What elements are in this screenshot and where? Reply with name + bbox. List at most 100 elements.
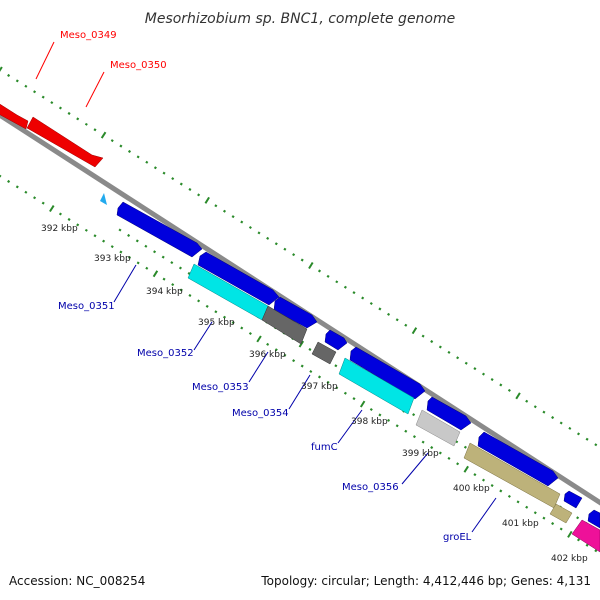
minor-tick bbox=[187, 271, 191, 275]
major-tick bbox=[256, 335, 262, 343]
gene-blue-2[interactable] bbox=[197, 251, 280, 306]
minor-tick bbox=[144, 244, 148, 248]
minor-tick bbox=[343, 391, 347, 395]
kbp-label: 392 kbp bbox=[41, 224, 78, 234]
minor-tick bbox=[67, 217, 71, 221]
minor-tick bbox=[542, 410, 546, 414]
gene-groel[interactable] bbox=[549, 503, 573, 524]
leader-meso-0356 bbox=[401, 452, 429, 485]
minor-tick bbox=[179, 182, 183, 186]
minor-tick bbox=[542, 516, 546, 520]
minor-tick bbox=[33, 90, 37, 94]
gene-blue-5[interactable] bbox=[349, 346, 426, 400]
minor-tick bbox=[178, 266, 182, 270]
minor-tick bbox=[231, 215, 235, 219]
kbp-label: 397 kbp bbox=[301, 382, 338, 392]
minor-tick bbox=[481, 372, 486, 376]
minor-tick bbox=[490, 378, 494, 382]
minor-tick bbox=[15, 79, 19, 83]
label-meso-0352[interactable]: Meso_0352 bbox=[137, 348, 194, 359]
major-tick bbox=[204, 196, 210, 204]
minor-tick bbox=[248, 225, 252, 230]
minor-tick bbox=[197, 193, 201, 197]
minor-tick bbox=[153, 166, 157, 170]
minor-tick bbox=[7, 179, 11, 183]
minor-tick bbox=[171, 283, 175, 287]
minor-tick bbox=[102, 239, 106, 243]
minor-tick bbox=[0, 174, 2, 178]
kbp-label: 396 kbp bbox=[249, 350, 286, 360]
major-tick bbox=[359, 400, 366, 408]
minor-tick bbox=[135, 239, 139, 243]
minor-tick bbox=[309, 369, 313, 374]
label-groel[interactable]: groEL bbox=[443, 532, 472, 543]
minor-tick bbox=[499, 383, 503, 387]
minor-tick bbox=[335, 386, 339, 390]
minor-tick bbox=[41, 201, 45, 205]
minor-tick bbox=[127, 233, 131, 237]
gene-dark-gray-2[interactable] bbox=[311, 341, 337, 365]
kbp-label: 399 kbp bbox=[402, 449, 439, 459]
minor-tick bbox=[430, 340, 434, 344]
major-tick bbox=[100, 131, 107, 139]
accession-text: Accession: NC_008254 bbox=[9, 574, 145, 588]
minor-tick bbox=[93, 234, 97, 238]
minor-tick bbox=[568, 426, 572, 430]
leader-meso-0350 bbox=[85, 71, 105, 108]
kbp-label: 401 kbp bbox=[502, 519, 539, 529]
label-meso-0353[interactable]: Meso_0353 bbox=[192, 382, 249, 393]
gene-labels: Meso_0349 Meso_0350 Meso_0351 Meso_0352 … bbox=[58, 30, 472, 543]
major-tick bbox=[152, 270, 159, 278]
minor-tick bbox=[145, 266, 149, 270]
minor-tick bbox=[463, 445, 467, 449]
gene-meso-0350[interactable] bbox=[26, 116, 104, 168]
label-meso-0351[interactable]: Meso_0351 bbox=[58, 301, 115, 312]
minor-tick bbox=[507, 388, 511, 392]
kbp-label: 393 kbp bbox=[94, 254, 131, 264]
gene-magenta[interactable] bbox=[571, 519, 600, 553]
gene-blue-4[interactable] bbox=[324, 329, 348, 351]
major-tick bbox=[463, 465, 469, 473]
gene-meso-0351[interactable] bbox=[116, 201, 203, 258]
label-meso-0354[interactable]: Meso_0354 bbox=[232, 408, 289, 419]
minor-tick bbox=[352, 397, 356, 401]
gene-meso-0354[interactable] bbox=[338, 357, 415, 415]
label-fumc[interactable]: fumC bbox=[311, 442, 338, 453]
minor-tick bbox=[490, 484, 494, 488]
label-meso-0350[interactable]: Meso_0350 bbox=[110, 60, 167, 71]
minor-tick bbox=[283, 353, 287, 357]
major-tick bbox=[298, 340, 305, 348]
position-marker-icon bbox=[100, 193, 107, 205]
gene-meso-0353[interactable] bbox=[261, 305, 308, 345]
minor-tick bbox=[24, 190, 28, 194]
minor-tick bbox=[118, 228, 122, 232]
gene-meso-0349[interactable] bbox=[0, 101, 29, 130]
minor-tick bbox=[266, 236, 270, 240]
minor-tick bbox=[361, 296, 365, 300]
map-title: Mesorhizobium sp. BNC1, complete genome bbox=[145, 11, 456, 27]
minor-tick bbox=[369, 407, 373, 412]
minor-tick bbox=[507, 494, 511, 498]
minor-tick bbox=[447, 350, 451, 354]
minor-tick bbox=[248, 331, 252, 336]
minor-tick bbox=[283, 247, 287, 251]
gene-blue-3[interactable] bbox=[273, 296, 318, 329]
minor-tick bbox=[481, 478, 486, 482]
minor-tick bbox=[404, 323, 408, 327]
minor-tick bbox=[352, 291, 356, 295]
minor-tick bbox=[576, 516, 580, 520]
minor-tick bbox=[326, 380, 330, 384]
gene-fumc[interactable] bbox=[415, 409, 461, 447]
gene-blue-9[interactable] bbox=[587, 509, 600, 529]
minor-tick bbox=[300, 364, 304, 368]
minor-tick bbox=[136, 155, 140, 159]
minor-tick bbox=[274, 242, 278, 246]
gene-blue-8[interactable] bbox=[563, 490, 583, 509]
gene-blue-7[interactable] bbox=[477, 431, 559, 487]
label-meso-0356[interactable]: Meso_0356 bbox=[342, 482, 399, 493]
minor-tick bbox=[516, 500, 520, 504]
label-meso-0349[interactable]: Meso_0349 bbox=[60, 30, 117, 41]
gene-blue-6[interactable] bbox=[426, 396, 472, 431]
minor-tick bbox=[136, 261, 140, 265]
minor-tick bbox=[222, 209, 227, 213]
